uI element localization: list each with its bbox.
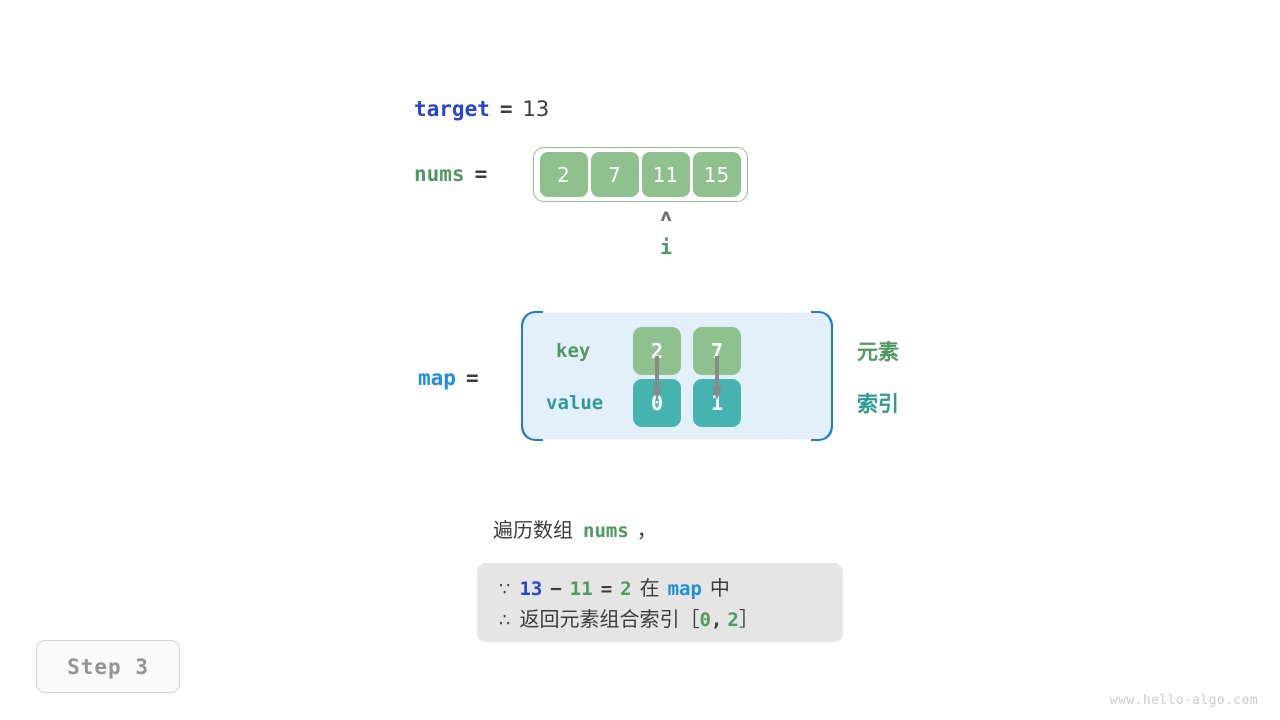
info-bracket-close: ］	[738, 607, 759, 631]
step-badge: Step 3	[36, 640, 180, 693]
info-mid-text: 在	[639, 576, 660, 600]
info-result-comma: ,	[710, 609, 723, 631]
array-cell: 11	[641, 152, 690, 197]
array-cell: 2	[539, 152, 588, 197]
index-pointer: ʌ i	[640, 206, 692, 259]
nums-variable-label: nums	[414, 162, 465, 186]
caption-prefix: 遍历数组	[493, 518, 573, 542]
caption-line: 遍历数组 nums ，	[493, 514, 657, 543]
info-line-1: ∵ 13 − 11 = 2 在 map 中	[499, 572, 821, 603]
caption-code: nums	[583, 520, 629, 542]
index-pointer-label: i	[659, 235, 673, 259]
target-equals-sign: =	[499, 97, 513, 121]
target-assignment-row: target = 13	[414, 94, 549, 124]
map-key-cell: 2	[633, 327, 681, 375]
map-value-cell: 1	[693, 379, 741, 427]
info-result-index-0: 0	[699, 609, 711, 631]
info-map-ref: map	[667, 578, 702, 600]
target-value: 13	[522, 97, 550, 121]
nums-equals-sign: =	[474, 162, 488, 186]
caret-up-icon: ʌ	[660, 206, 672, 226]
annotation-index: 索引	[857, 392, 899, 416]
target-variable-label: target	[414, 97, 490, 121]
info-conclusion-text: 返回元素组合索引	[519, 607, 680, 631]
info-end-text: 中	[709, 576, 730, 600]
nums-array-container: 2 7 11 15	[533, 147, 748, 202]
therefore-symbol-icon: ∴	[499, 610, 511, 631]
info-operand-a: 13	[519, 578, 543, 600]
annotation-element: 元素	[857, 340, 899, 364]
map-key-cell: 7	[693, 327, 741, 375]
map-key-row-label: key	[556, 340, 591, 362]
info-result-index-1: 2	[727, 609, 739, 631]
info-equals-sign: =	[600, 578, 613, 600]
info-operand-b: 11	[569, 578, 593, 600]
map-variable-label: map	[418, 366, 456, 390]
info-minus-sign: −	[550, 578, 562, 600]
map-equals-sign: =	[465, 366, 479, 390]
info-line-2: ∴ 返回元素组合索引 ［ 0 , 2 ］	[499, 603, 821, 634]
nums-assignment-row: nums =	[414, 159, 497, 189]
caption-suffix: ，	[636, 518, 657, 542]
watermark: www.hello-algo.com	[1109, 693, 1258, 708]
reasoning-info-box: ∵ 13 − 11 = 2 在 map 中 ∴ 返回元素组合索引 ［ 0 , 2	[477, 563, 843, 642]
info-bracket-open: ［	[679, 607, 700, 631]
array-cell: 15	[692, 152, 741, 197]
map-value-cell: 0	[633, 379, 681, 427]
map-value-row-label: value	[546, 392, 604, 414]
map-assignment-row: map =	[418, 363, 489, 393]
because-symbol-icon: ∵	[499, 579, 511, 600]
info-result: 2	[620, 578, 632, 600]
array-cell: 7	[590, 152, 639, 197]
